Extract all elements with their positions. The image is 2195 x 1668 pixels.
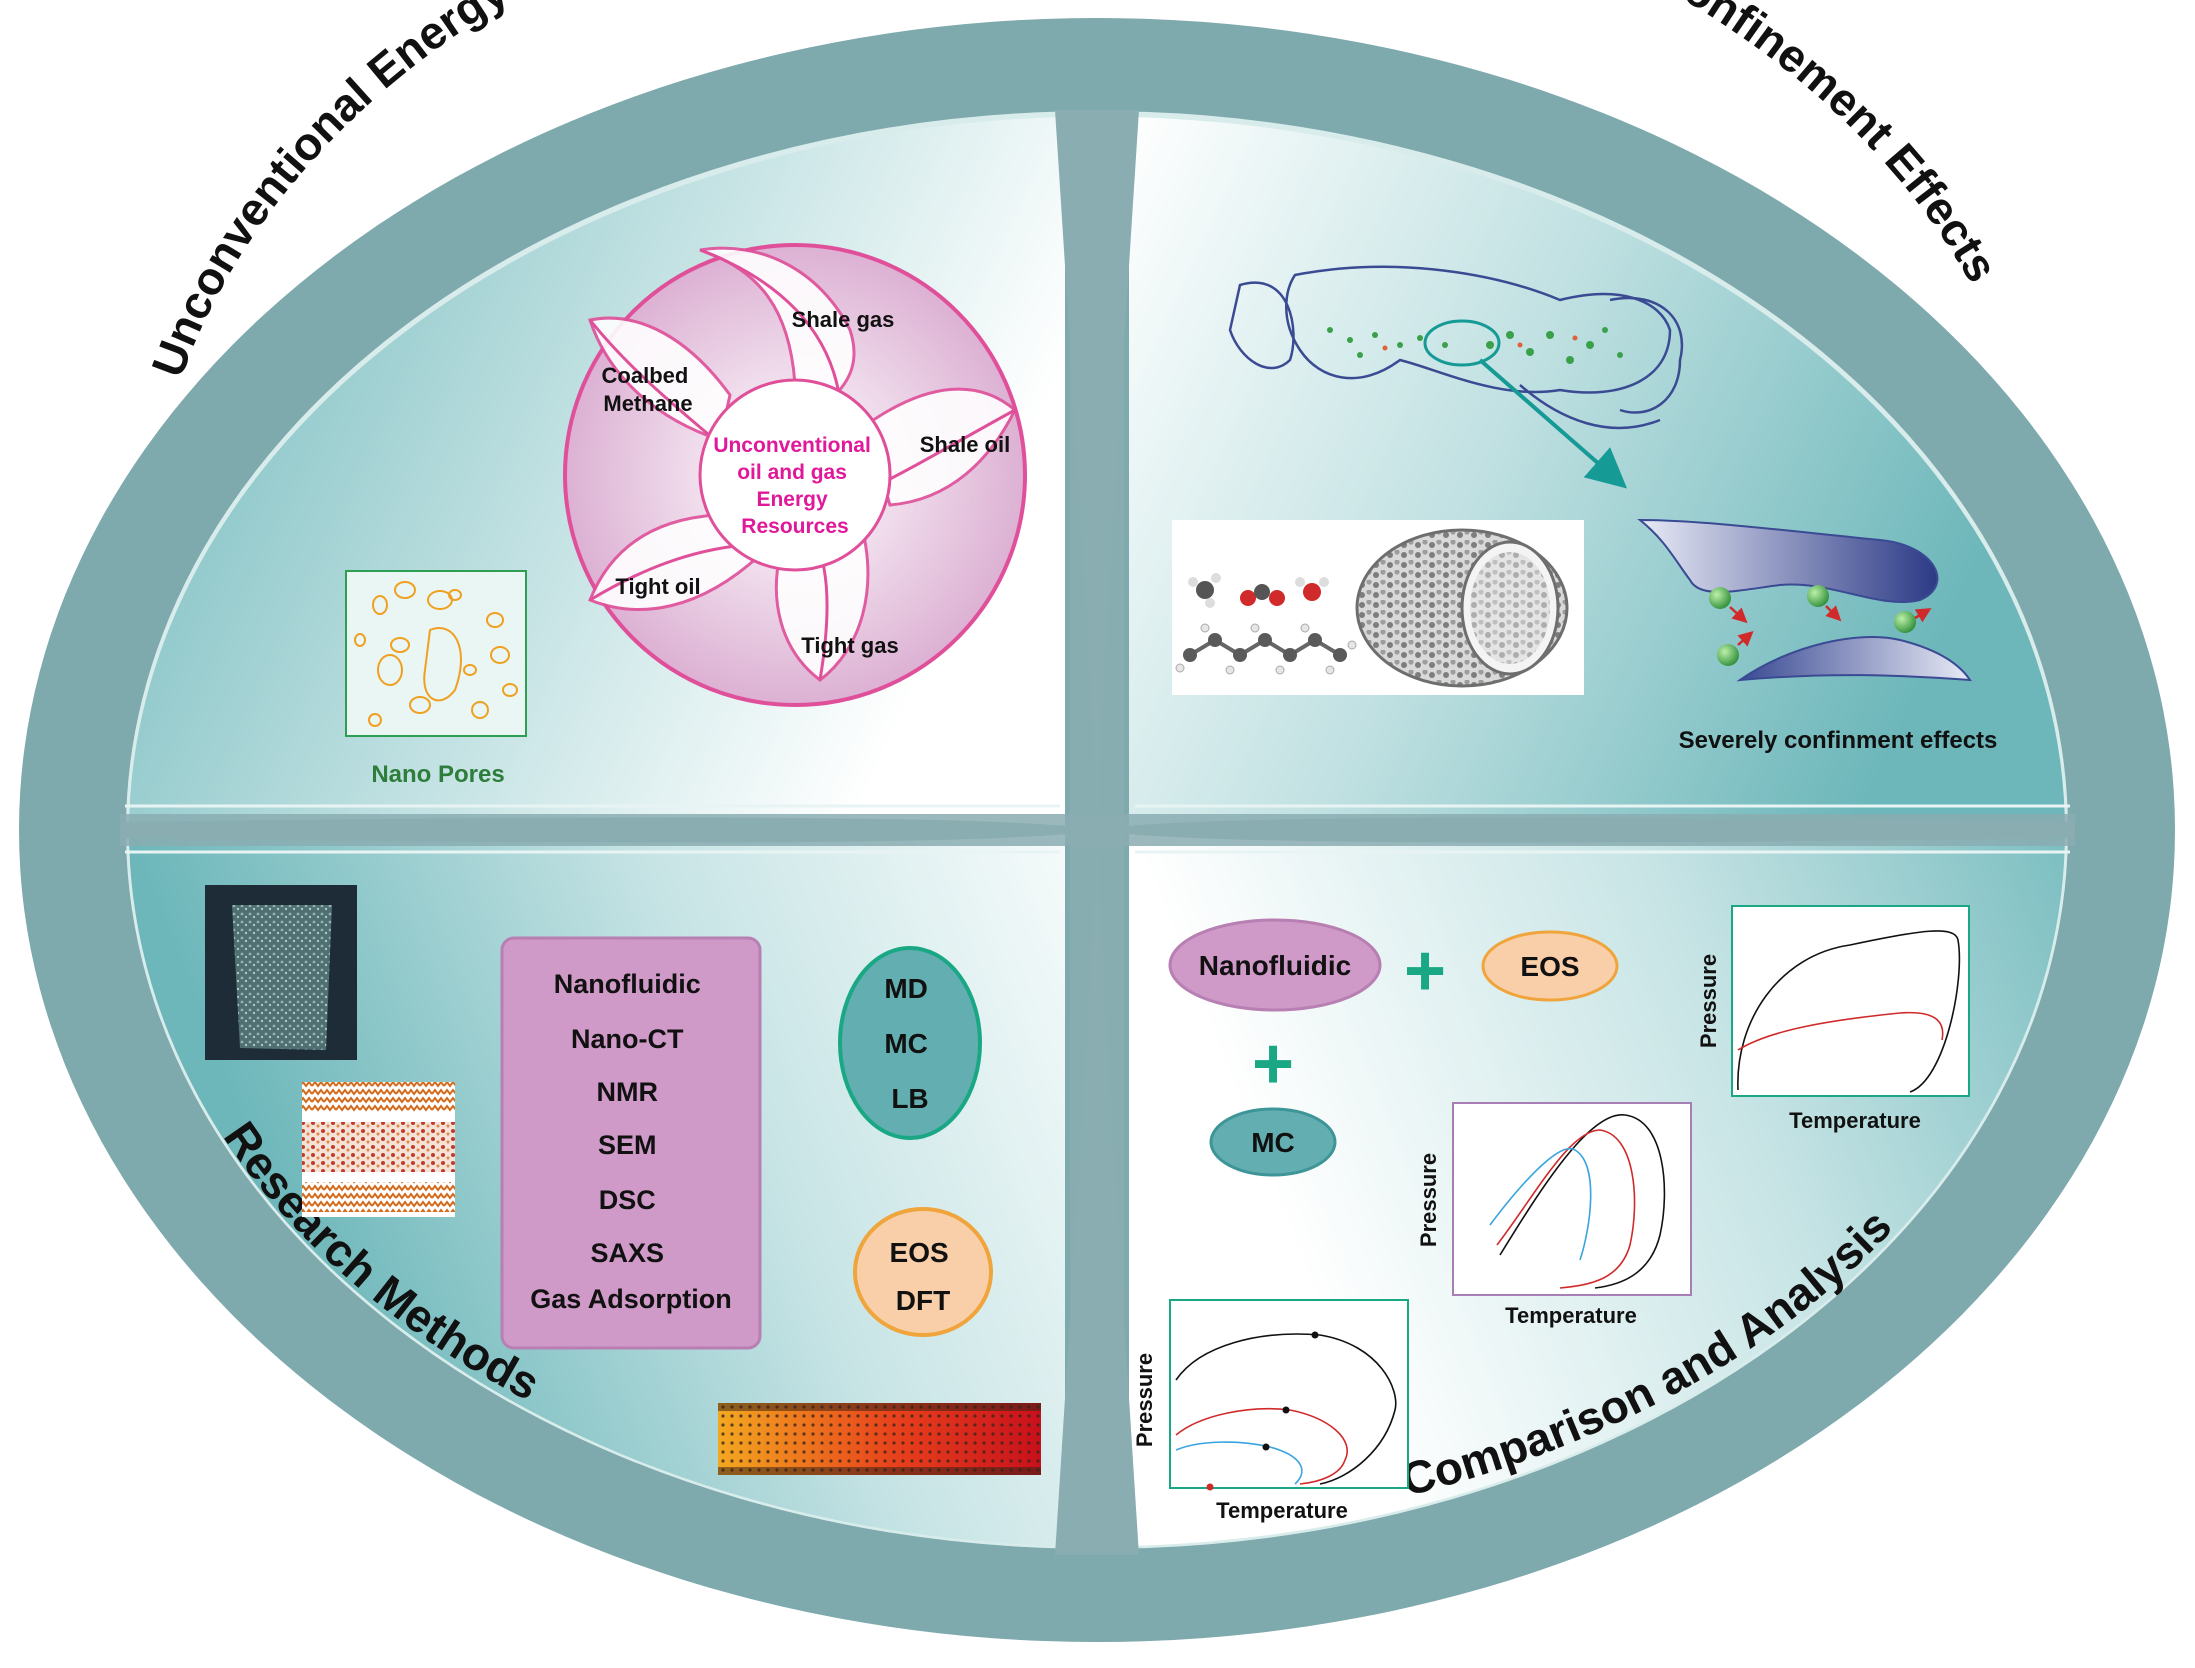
comparison-eos-label: EOS — [1520, 951, 1579, 982]
method-saxs: SAXS — [590, 1238, 664, 1268]
phase-chart-bottom: Pressure Temperature — [1132, 1299, 1409, 1523]
method-md: MD — [884, 973, 928, 1004]
method-eos: EOS — [890, 1237, 949, 1268]
md-snapshot-image — [302, 1082, 455, 1217]
comparison-nanofluidic-label: Nanofluidic — [1199, 950, 1351, 981]
chart-ylabel: Pressure — [1416, 1153, 1441, 1247]
experimental-methods-box: Nanofluidic Nano-CT NMR SEM DSC SAXS Gas… — [500, 936, 762, 1350]
nano-ct-image — [205, 885, 357, 1060]
simulation-methods-ellipse: MD MC LB — [838, 946, 982, 1140]
svg-text:EOS DFT: EOS DFT — [890, 1237, 957, 1316]
resource-wheel: Unconventional oil and gas Energy Resour… — [563, 243, 1027, 707]
nanofluidic-ellipse: Nanofluidic — [1168, 918, 1382, 1012]
chart-ylabel: Pressure — [1132, 1353, 1157, 1447]
confinement-illustration: Severely confinment effects — [1637, 518, 1998, 754]
segment-shale-oil: Shale oil — [920, 432, 1010, 457]
cross-divider — [120, 110, 2075, 1555]
confinement-caption: Severely confinment effects — [1679, 727, 1998, 754]
segment-coalbed-methane: Coalbed Methane — [602, 363, 695, 416]
segment-tight-oil: Tight oil — [615, 574, 700, 599]
method-nmr: NMR — [596, 1077, 658, 1107]
method-dsc: DSC — [599, 1185, 656, 1215]
segment-tight-gas: Tight gas — [801, 633, 898, 658]
method-sem: SEM — [598, 1130, 657, 1160]
method-gas-adsorption: Gas Adsorption — [530, 1284, 732, 1314]
chart-xlabel: Temperature — [1216, 1498, 1348, 1523]
method-lb: LB — [891, 1083, 928, 1114]
wheel-center-label: Unconventional oil and gas Energy Resour… — [713, 434, 876, 538]
eos-ellipse: EOS — [1481, 930, 1619, 1002]
mc-ellipse: MC — [1209, 1107, 1337, 1177]
method-dft: DFT — [896, 1285, 950, 1316]
nano-pores-label: Nano Pores — [371, 761, 504, 788]
svg-text:Nanofluidic Nano-CT: Nanofluidic Nano-CT NMR SEM DSC SAXS Gas… — [530, 969, 732, 1314]
method-nanofluidic: Nanofluidic — [554, 969, 701, 999]
pore-network-sketch — [1228, 265, 1684, 489]
chart-ylabel: Pressure — [1696, 954, 1721, 1048]
nano-pores-figure: Nano Pores — [345, 570, 527, 788]
segment-shale-gas: Shale gas — [792, 307, 895, 332]
phase-chart-top-right: Pressure Temperature — [1696, 905, 1970, 1133]
plus-icon: + — [1252, 1024, 1294, 1104]
method-nano-ct: Nano-CT — [571, 1024, 684, 1054]
svg-text:MD MC LB: MD MC LB — [884, 973, 935, 1114]
theory-methods-ellipse: EOS DFT — [853, 1207, 993, 1337]
phase-chart-middle: Pressure Temperature — [1416, 1102, 1692, 1328]
method-mc: MC — [884, 1028, 928, 1059]
lattice-slab-image — [718, 1403, 1041, 1475]
chart-xlabel: Temperature — [1505, 1303, 1637, 1328]
molecule-models — [1172, 520, 1584, 695]
plus-icon: + — [1404, 931, 1446, 1011]
comparison-mc-label: MC — [1251, 1127, 1295, 1158]
chart-xlabel: Temperature — [1789, 1108, 1921, 1133]
